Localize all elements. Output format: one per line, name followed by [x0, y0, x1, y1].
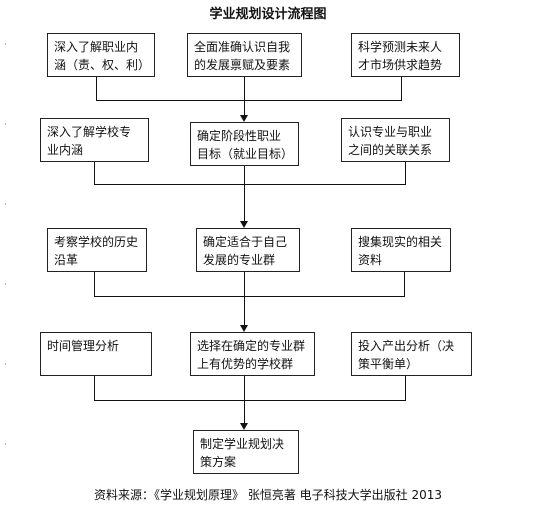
box-know-self: 全面准确认识自我的发展禀赋及要素	[187, 33, 302, 77]
connector-r1-right-down	[401, 77, 402, 100]
connector-r1-horizontal	[96, 100, 402, 101]
box-school-history: 考察学校的历史沿革	[47, 228, 147, 272]
arrow-to-school-group	[240, 325, 248, 332]
margin-mark: ·	[4, 360, 7, 370]
arrow-to-final-plan	[240, 423, 248, 430]
connector-r2-left-down	[94, 162, 95, 184]
arrow-to-major-group	[240, 221, 248, 228]
connector-r2-to-major	[244, 184, 245, 221]
connector-r4-left-down	[94, 376, 95, 400]
margin-mark: ·	[4, 40, 7, 50]
connector-r3-left-down	[94, 272, 95, 296]
box-suitable-major-group: 确定适合于自己发展的专业群	[196, 228, 300, 272]
box-time-management: 时间管理分析	[40, 332, 152, 376]
connector-r1-to-goal	[244, 100, 245, 115]
box-final-plan: 制定学业规划决策方案	[193, 430, 299, 474]
box-collect-data: 搜集现实的相关资料	[351, 228, 451, 272]
source-caption: 资料来源：《学业规划原理》 张恒亮著 电子科技大学出版社 2013	[94, 488, 442, 502]
connector-r2-mid-down	[244, 166, 245, 184]
connector-r1-mid-down	[244, 77, 245, 100]
connector-r2-horizontal	[94, 184, 406, 185]
margin-mark: ·	[4, 120, 7, 130]
box-understand-school-major: 深入了解学校专业内涵	[40, 118, 149, 162]
margin-mark: ·	[4, 280, 7, 290]
connector-r3-mid-down	[244, 272, 245, 296]
connector-r4-to-final	[244, 400, 245, 423]
box-input-output-analysis: 投入产出分析（决策平衡单）	[351, 332, 472, 376]
connector-r3-horizontal	[94, 296, 405, 297]
diagram-title: 学业规划设计流程图	[209, 7, 327, 22]
arrow-to-stage-goal	[240, 115, 248, 122]
box-stage-goal: 确定阶段性职业目标（就业目标）	[190, 122, 299, 166]
box-major-career-relation: 认识专业与职业之间的关联关系	[341, 118, 450, 162]
box-understand-career: 深入了解职业内涵（责、权、利）	[47, 33, 155, 77]
connector-r4-mid-down	[244, 376, 245, 400]
connector-r3-to-school	[244, 296, 245, 325]
connector-r1-left-down	[96, 77, 97, 100]
connector-r2-right-down	[405, 162, 406, 184]
connector-r3-right-down	[404, 272, 405, 296]
connector-r4-horizontal	[94, 400, 406, 401]
connector-r4-right-down	[405, 376, 406, 400]
box-predict-market: 科学预测未来人才市场供求趋势	[351, 33, 460, 77]
box-select-school-group: 选择在确定的专业群上有优势的学校群	[190, 332, 315, 376]
margin-mark: ·	[4, 200, 7, 210]
margin-mark: ·	[4, 440, 7, 450]
